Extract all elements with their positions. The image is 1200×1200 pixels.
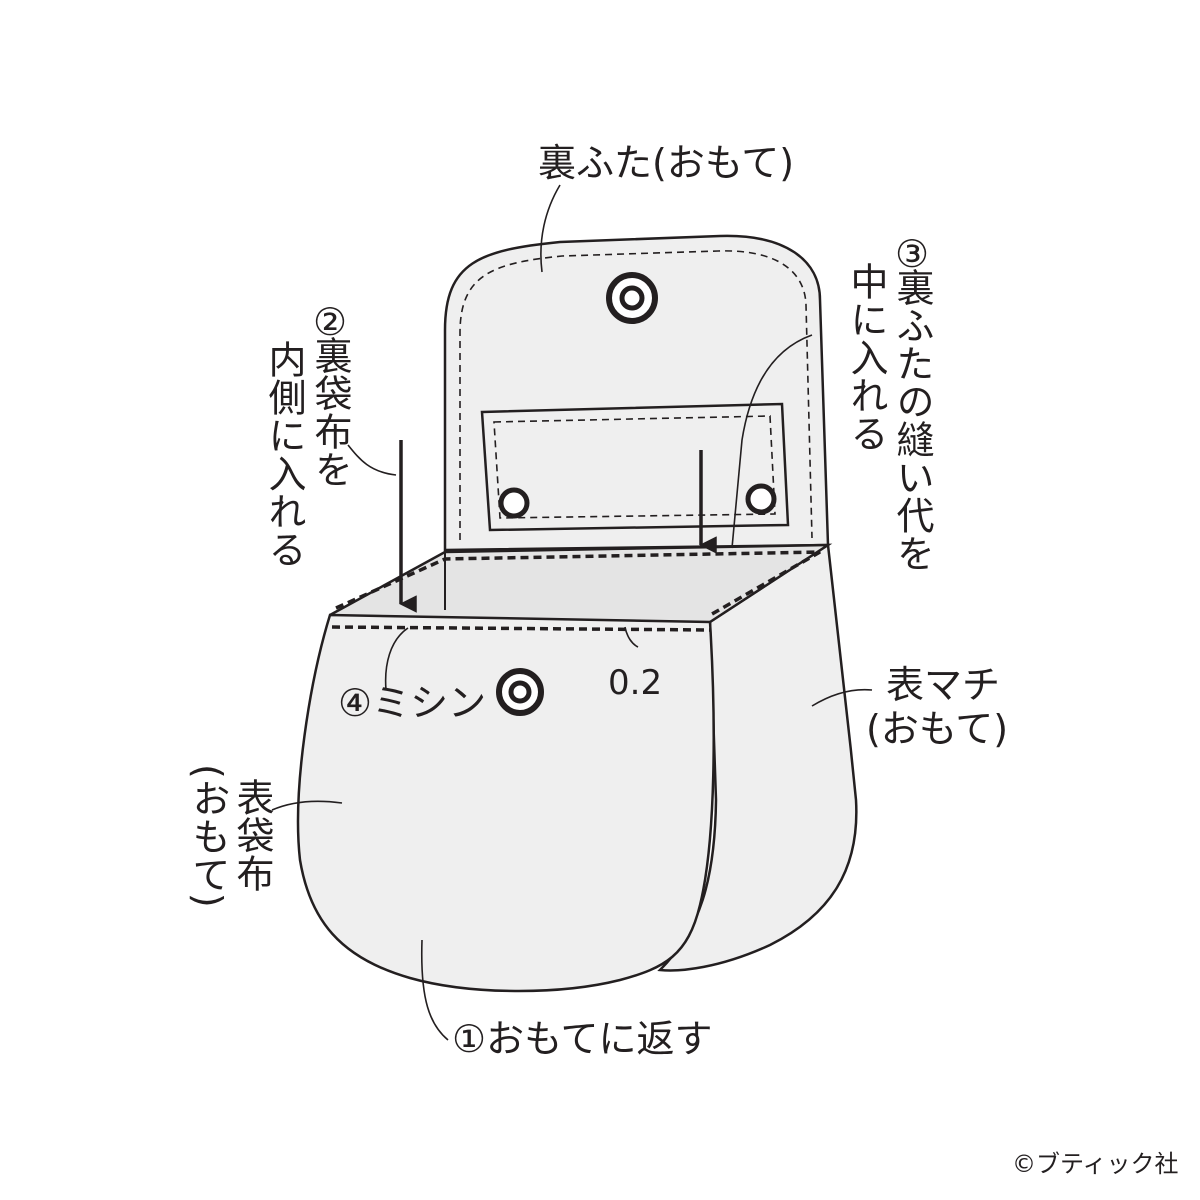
- label-lining-flap: 裏ふた(おもて): [538, 141, 794, 185]
- label-seam-allowance: 0.2: [608, 663, 662, 703]
- leader-step4: [384, 627, 409, 691]
- flap-snap-icon: [606, 272, 658, 324]
- bag-opening: [329, 543, 833, 624]
- svg-text:②: ②: [308, 300, 352, 344]
- flap-inner-tab: [480, 402, 790, 532]
- label-outer-gusset-2: (おもて): [866, 707, 1008, 751]
- leader-outer-gusset: [811, 688, 873, 707]
- tab-snap-right-icon: [745, 483, 777, 515]
- bag-snap-icon: [496, 668, 544, 716]
- tab-snap-left-icon: [498, 487, 530, 519]
- label-step2: ② 裏袋布を 内側に入れる: [262, 300, 352, 568]
- svg-text:中に入れる: 中に入れる: [844, 262, 888, 452]
- svg-text:③: ③: [890, 232, 934, 276]
- label-step1: ①おもてに返す: [452, 1017, 713, 1061]
- leader-step1: [420, 939, 449, 1041]
- svg-text:(おもて): (おもて): [186, 764, 230, 908]
- leader-lining-flap: [540, 184, 561, 273]
- label-step4: ④ミシン: [338, 681, 486, 725]
- svg-text:裏袋布を: 裏袋布を: [308, 336, 352, 488]
- leader-step2: [347, 444, 397, 476]
- svg-text:表袋布: 表袋布: [230, 778, 274, 892]
- leader-seam-allowance: [624, 626, 639, 648]
- copyright: ©ブティック社: [1012, 1150, 1179, 1178]
- label-step3: ③ 裏ふたの縫い代を 中に入れる: [844, 232, 934, 572]
- svg-text:内側に入れる: 内側に入れる: [262, 340, 306, 568]
- lining-flap: [443, 234, 830, 552]
- label-outer-bag: 表袋布 (おもて): [186, 764, 274, 908]
- svg-text:裏ふたの縫い代を: 裏ふたの縫い代を: [890, 268, 934, 572]
- label-outer-gusset-1: 表マチ: [886, 663, 1000, 707]
- leader-step3: [731, 334, 813, 549]
- outer-bag-body: [296, 613, 715, 993]
- leader-outer-bag: [271, 800, 343, 811]
